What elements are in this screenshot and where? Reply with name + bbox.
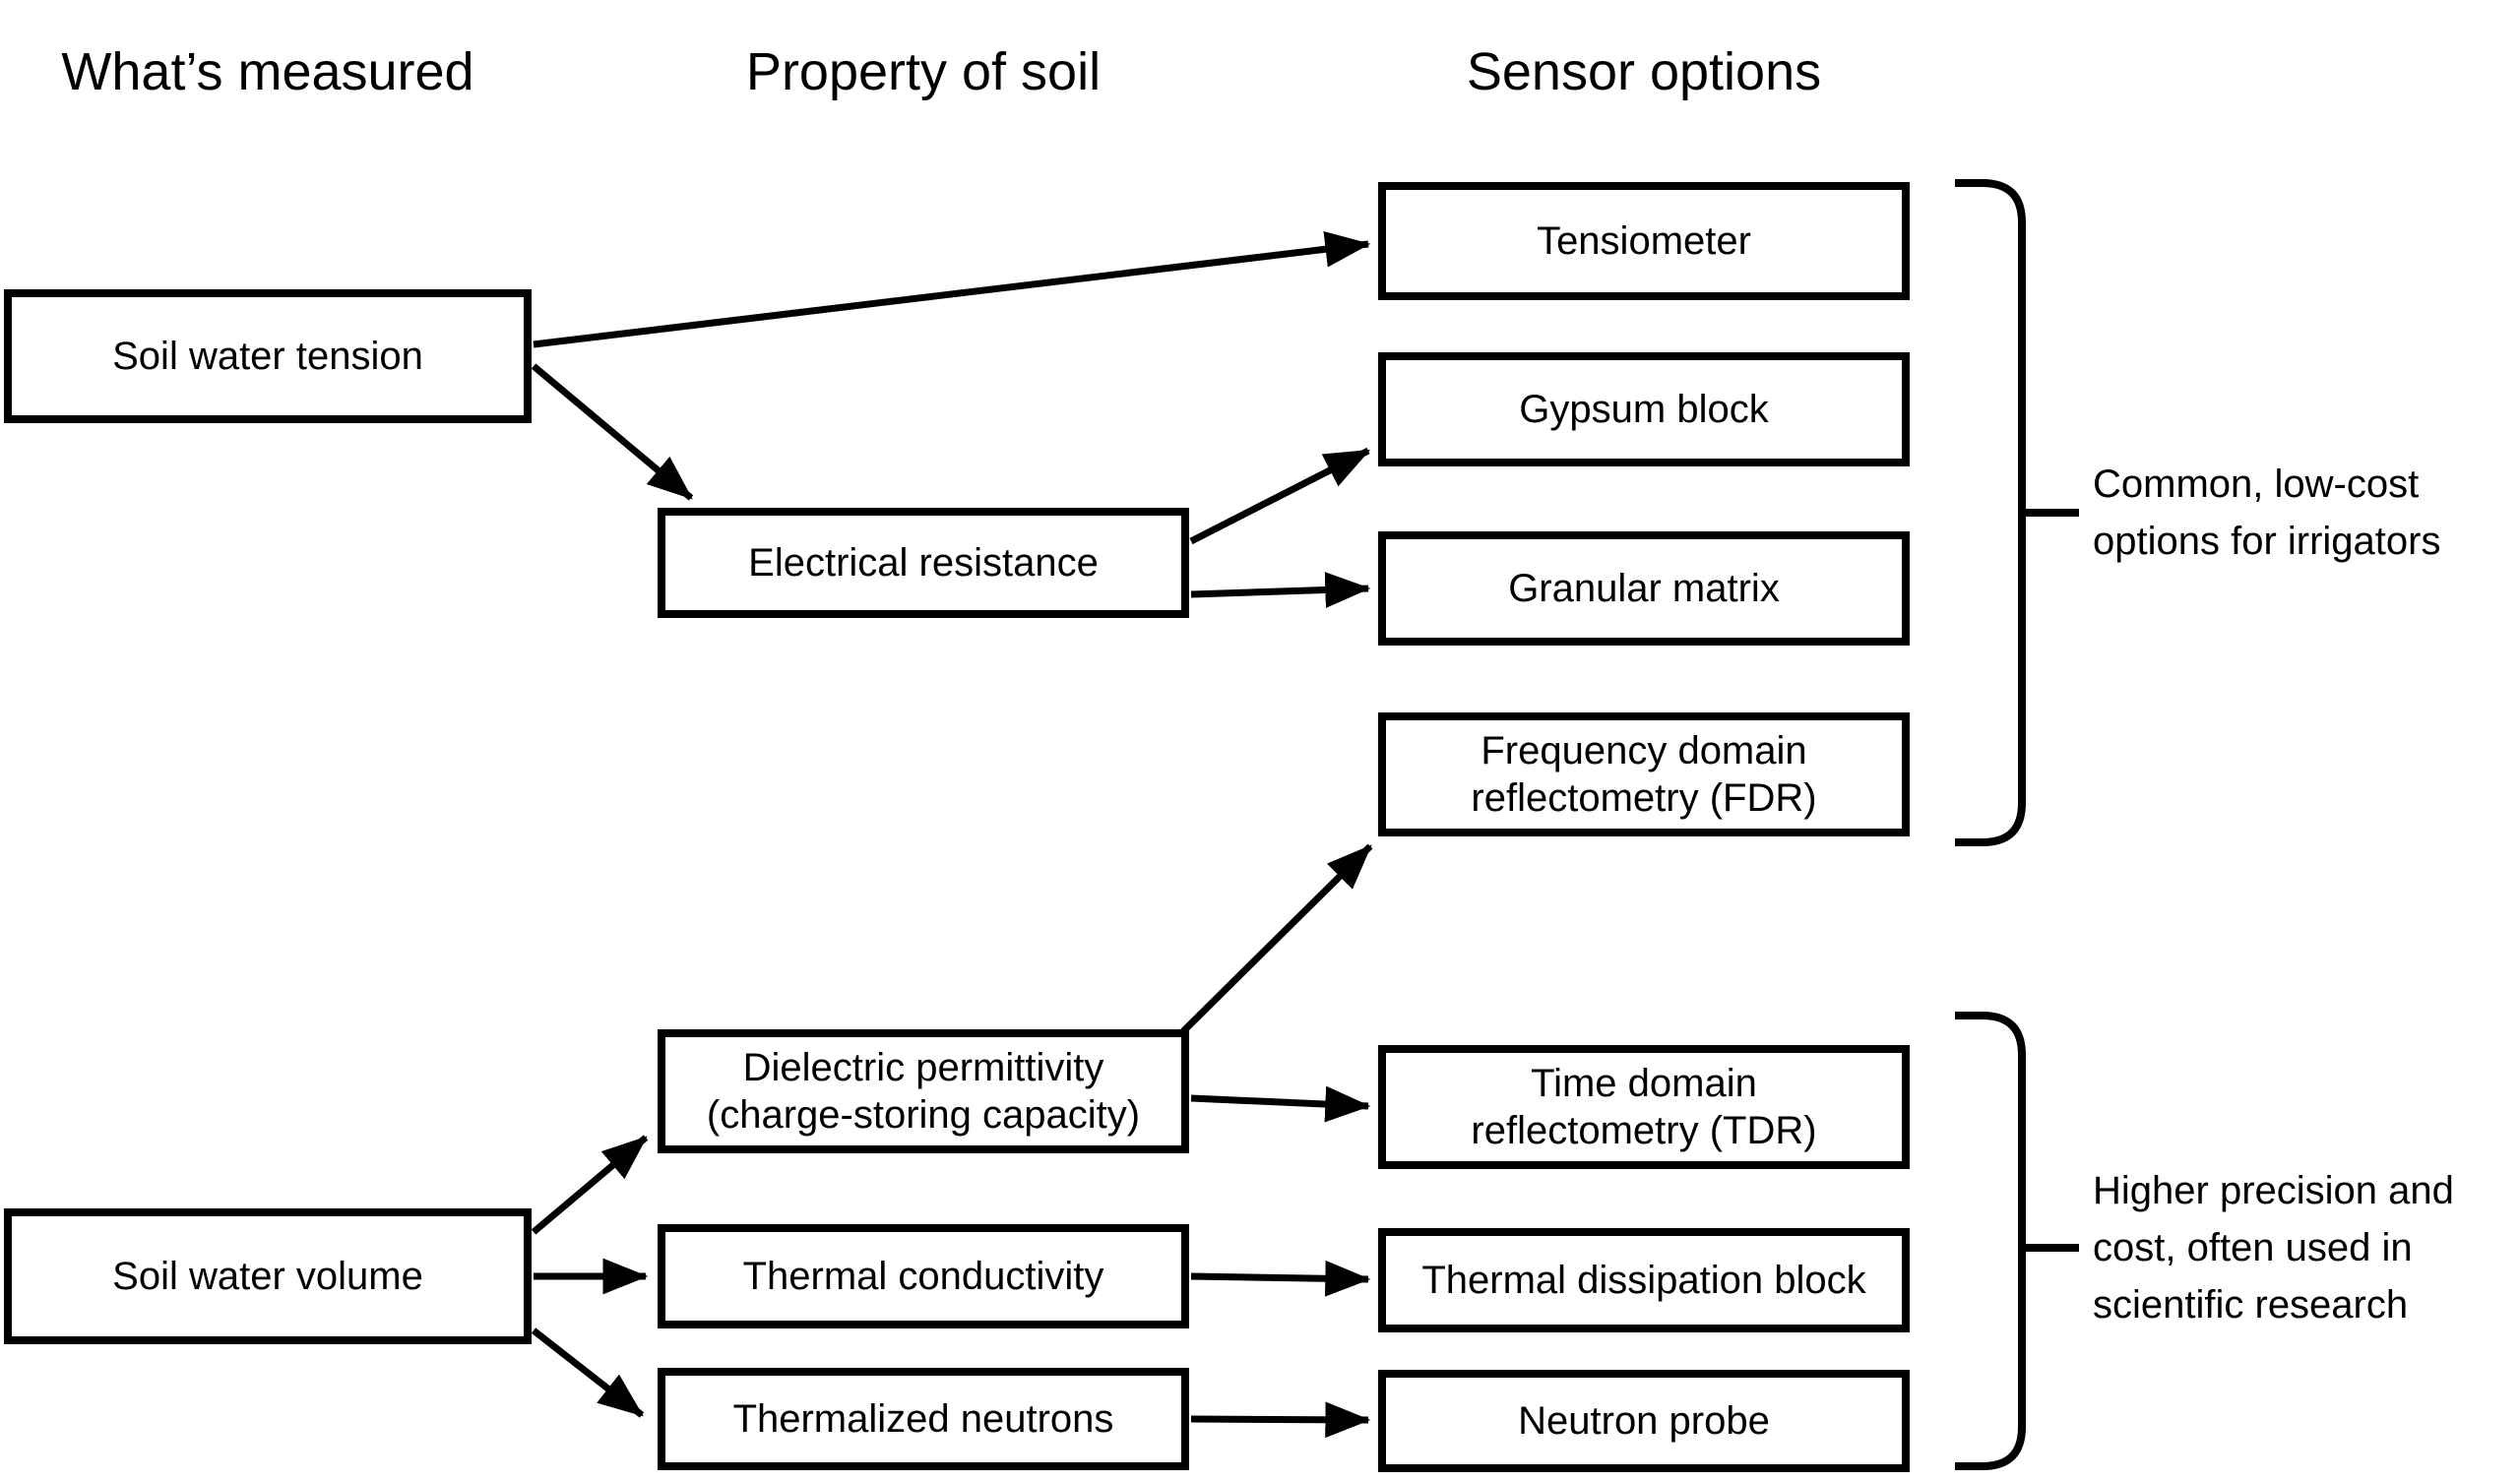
arrow-volume-to-dielectric [531, 1135, 649, 1235]
node-thermal-conductivity: Thermal conductivity [658, 1224, 1189, 1328]
column-header-sensor-options: Sensor options [1466, 42, 1822, 101]
arrow-tension-to-tensiometer [533, 230, 1371, 348]
node-electrical-resistance: Electrical resistance [658, 508, 1189, 618]
node-frequency-domain-reflectometry: Frequency domain reflectometry (FDR) [1378, 712, 1910, 836]
node-thermal-dissipation-block: Thermal dissipation block [1378, 1228, 1910, 1332]
column-header-whats-measured: What’s measured [61, 42, 474, 101]
arrow-electrical-resistance-to-gypsum-block [1189, 447, 1371, 545]
arrow-thermalized-neutrons-to-neutron-probe [1190, 1401, 1371, 1439]
node-soil-water-tension: Soil water tension [4, 289, 532, 423]
arrow-dielectric-to-fdr [1180, 843, 1373, 1034]
column-header-property-of-soil: Property of soil [745, 42, 1102, 101]
bracket-higher-group [1955, 1012, 2026, 1470]
arrow-electrical-resistance-to-granular-matrix [1190, 572, 1371, 608]
node-time-domain-reflectometry: Time domain reflectometry (TDR) [1378, 1045, 1910, 1169]
annotation-higher-precision: Higher precision and cost, often used in… [2093, 1169, 2454, 1327]
node-soil-water-volume: Soil water volume [4, 1208, 532, 1344]
arrow-volume-to-thermalized-neutrons [531, 1327, 645, 1418]
annotation-common-low-cost: Common, low-cost options for irrigators [2093, 463, 2441, 563]
node-granular-matrix: Granular matrix [1378, 531, 1910, 646]
node-tensiometer: Tensiometer [1378, 182, 1910, 300]
node-thermalized-neutrons: Thermalized neutrons [658, 1368, 1189, 1470]
arrow-tension-to-electrical-resistance [531, 363, 694, 501]
node-dielectric-permittivity: Dielectric permittivity (charge-storing … [658, 1029, 1189, 1153]
node-neutron-probe: Neutron probe [1378, 1370, 1910, 1472]
bracket-common-group [1955, 179, 2026, 846]
arrow-dielectric-to-tdr [1190, 1085, 1371, 1123]
arrow-thermal-conductivity-to-dissipation-block [1190, 1260, 1371, 1297]
node-gypsum-block: Gypsum block [1378, 352, 1910, 466]
